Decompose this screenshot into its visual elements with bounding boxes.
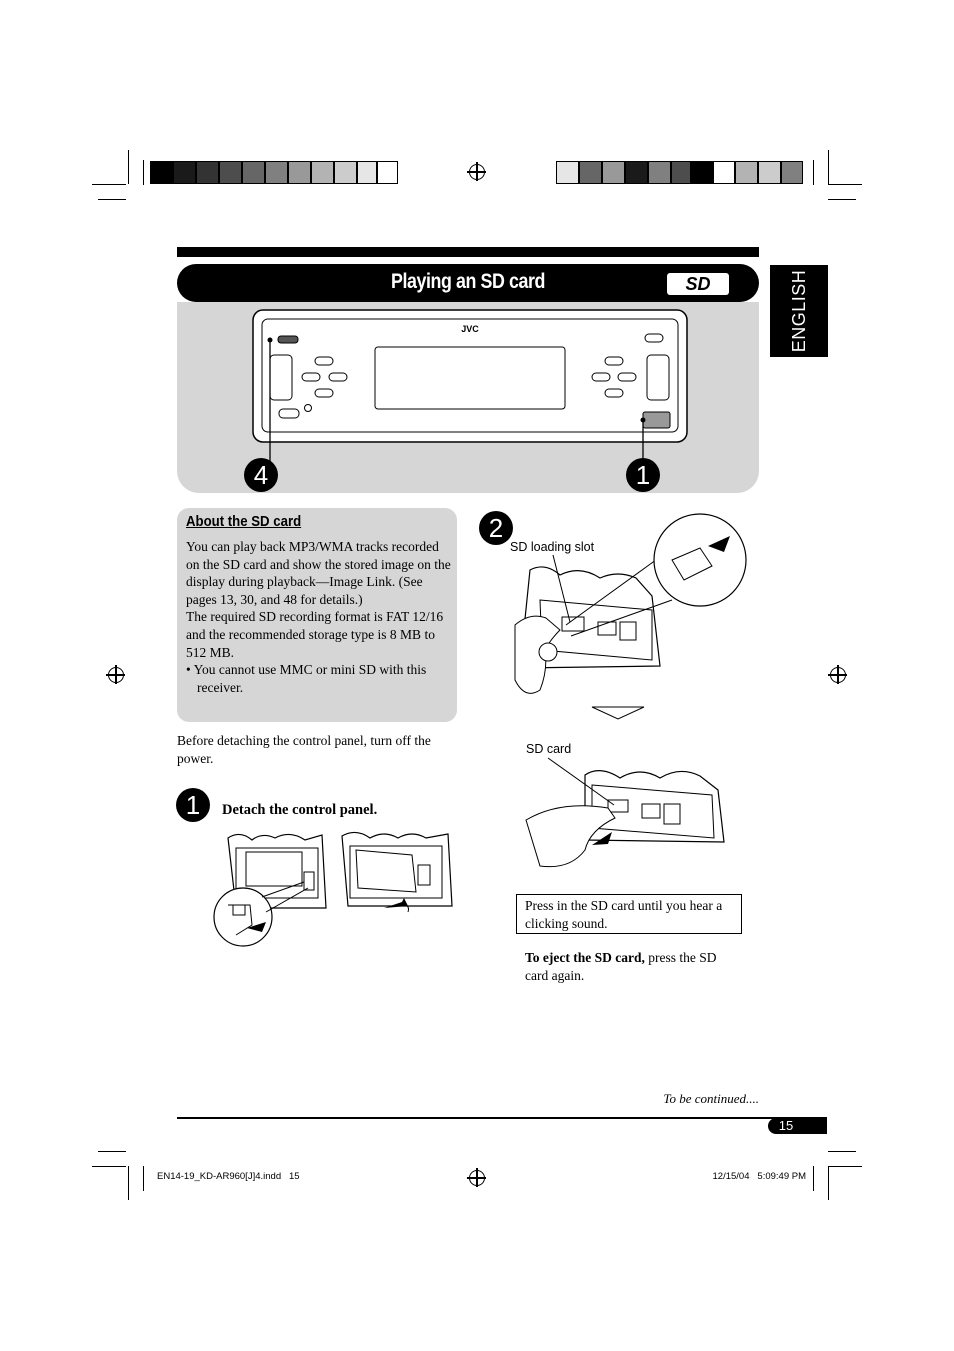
crop-mark	[828, 1166, 829, 1200]
about-paragraph: The required SD recording format is FAT …	[186, 609, 444, 660]
footer-rule	[177, 1117, 827, 1119]
crop-mark	[828, 199, 856, 200]
crop-mark	[92, 1166, 126, 1167]
step-marker-1: 1	[626, 458, 660, 492]
crop-mark	[98, 199, 126, 200]
eject-instruction-bold: To eject the SD card,	[525, 950, 645, 965]
about-bullet: • You cannot use MMC or mini SD with thi…	[186, 662, 427, 695]
about-body: You can play back MP3/WMA tracks recorde…	[186, 538, 452, 696]
crop-mark	[828, 1166, 862, 1167]
about-sd-card-box: About the SD card You can play back MP3/…	[177, 508, 457, 722]
sd-slot-label: SD loading slot	[510, 540, 595, 554]
crop-mark	[92, 184, 126, 185]
registration-mark-icon	[106, 665, 125, 684]
sd-logo-icon: SD	[667, 273, 729, 295]
step-2-marker: 2	[479, 511, 513, 545]
language-tab: ENGLISH	[770, 265, 828, 357]
title-bar: Playing an SD card SD	[177, 264, 759, 302]
page-number-tab: 15	[768, 1118, 827, 1134]
crop-mark	[98, 1151, 126, 1152]
continued-note: To be continued....	[663, 1091, 759, 1106]
step-marker-4: 4	[244, 458, 278, 492]
crop-mark	[128, 1166, 129, 1200]
crop-mark	[813, 1166, 814, 1191]
about-title: About the SD card	[186, 513, 302, 530]
crop-mark	[813, 160, 814, 185]
sd-card-label: SD card	[526, 742, 572, 756]
registration-mark-icon	[467, 162, 486, 181]
eject-instruction-rest: press the SD card again.	[525, 950, 717, 983]
crop-mark	[128, 150, 129, 184]
step-1-marker: 1	[176, 788, 210, 822]
file-name: EN14-19_KD-AR960[J]4.indd 15	[157, 1171, 300, 1182]
about-paragraph: You can play back MP3/WMA tracks recorde…	[186, 539, 451, 607]
crop-mark	[828, 150, 829, 184]
page-title: Playing an SD card	[390, 270, 546, 293]
crop-mark	[143, 1166, 144, 1191]
page-number: 15	[778, 1118, 794, 1133]
step-1-label: Detach the control panel.	[222, 802, 378, 818]
press-note: Press in the SD card until you hear a cl…	[516, 894, 742, 934]
registration-mark-icon	[828, 665, 847, 684]
intro-text: Before detaching the control panel, turn…	[177, 733, 431, 766]
crop-mark	[828, 184, 862, 185]
crop-mark	[828, 1151, 856, 1152]
eject-instruction: To eject the SD card, press the SD card …	[525, 949, 741, 984]
brand-label: JVC	[461, 324, 479, 334]
header-rule	[177, 247, 759, 257]
registration-mark-icon	[467, 1168, 486, 1187]
timestamp: 12/15/04 5:09:49 PM	[712, 1171, 806, 1182]
crop-mark	[143, 160, 144, 185]
